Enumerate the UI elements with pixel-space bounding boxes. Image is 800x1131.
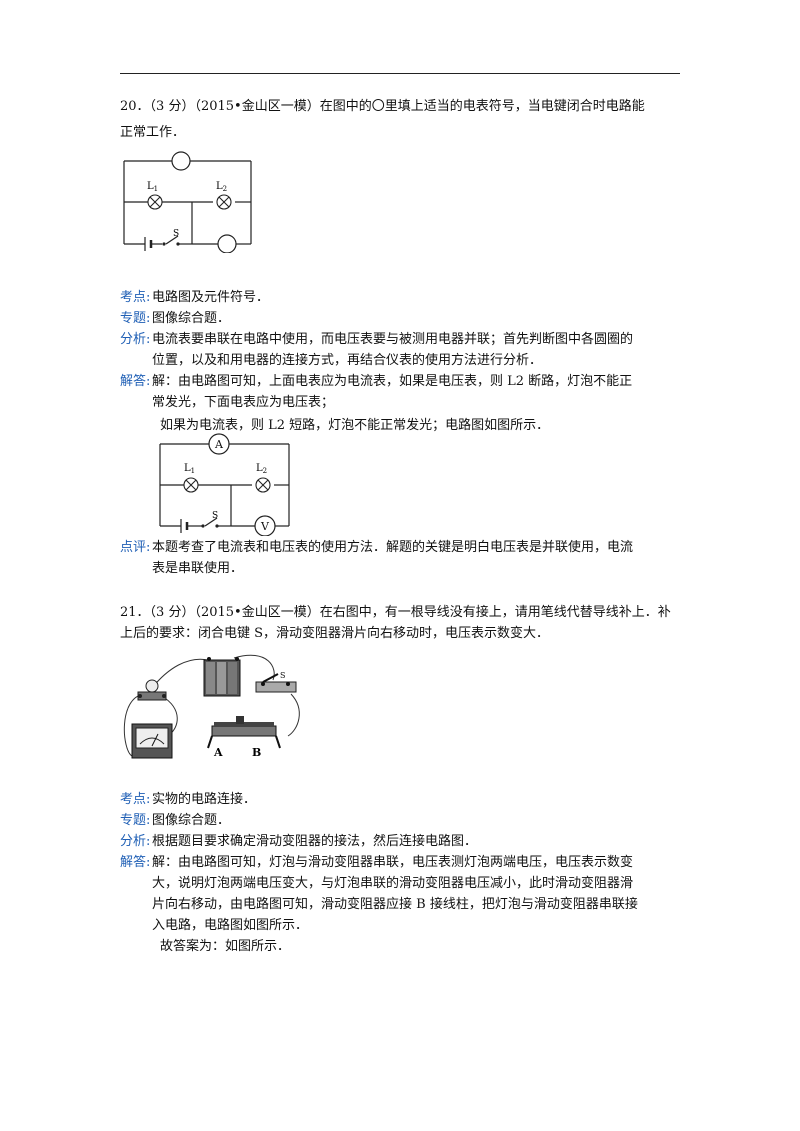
svg-text:A: A bbox=[214, 438, 224, 451]
q20-fenxi-label: 分析: bbox=[120, 332, 151, 347]
q20-jieda: 解答: bbox=[120, 371, 680, 392]
q20-kaodian: 考点:电路图及元件符号． bbox=[120, 287, 680, 308]
top-rule bbox=[120, 73, 680, 74]
q20-dianping-body: 本题考查了电流表和电压表的使用方法．解题的关键是明白电压表是并联使用，电流 表是… bbox=[152, 537, 680, 579]
q20-answer-battery-icon bbox=[180, 519, 189, 533]
q21-kaodian-text: 实物的电路连接． bbox=[152, 792, 257, 807]
q21-voltmeter-icon bbox=[131, 723, 173, 759]
q21-zhuanti-label: 专题: bbox=[120, 813, 151, 828]
q20-lamp1-icon bbox=[147, 194, 163, 210]
q21-jieda-line2: 大，说明灯泡两端电压变大，与灯泡串联的滑动变阻器电压减小，此时滑动变阻器滑 bbox=[152, 876, 634, 891]
q20-fenxi-line2: 位置，以及和用电器的连接方式，再结合仪表的使用方法进行分析． bbox=[152, 353, 543, 368]
q21-apparatus-figure: S A B bbox=[123, 654, 300, 759]
q20-label-l1: L1 bbox=[147, 181, 158, 193]
q20-voltmeter-icon: V bbox=[254, 515, 276, 536]
q20-answer-lamp2-icon bbox=[255, 477, 271, 493]
q20-jieda-line1: 解：由电路图可知，上面电表应为电流表，如果是电压表，则 L2 断路，灯泡不能正 bbox=[152, 374, 633, 389]
q20-answer-label-s: S bbox=[212, 511, 218, 521]
q20-answer-lamp1-icon bbox=[183, 477, 199, 493]
q21-zhuanti-text: 图像综合题． bbox=[152, 813, 231, 828]
q20-switch-icon bbox=[162, 242, 180, 246]
q21-kaodian: 考点:实物的电路连接． bbox=[120, 789, 680, 810]
q21-fenxi-label: 分析: bbox=[120, 834, 151, 849]
q21-fenxi: 分析:根据题目要求确定滑动变阻器的接法，然后连接电路图． bbox=[120, 831, 680, 852]
q21-jieda-label: 解答: bbox=[120, 855, 151, 870]
q20-bottom-meter-circle bbox=[217, 234, 237, 253]
q21-jieda-line3: 片向右移动，由电路图可知，滑动变阻器应接 B 接线柱，把灯泡与滑动变阻器串联接 bbox=[152, 897, 638, 912]
q21-jieda: 解答: bbox=[120, 852, 680, 873]
q20-answer-circuit-figure: A V L1 L2 S bbox=[159, 433, 290, 536]
q20-zhuanti-label: 专题: bbox=[120, 311, 151, 326]
q20-jieda-line3: 如果为电流表，则 L2 短路，灯泡不能正常发光；电路图如图所示． bbox=[160, 418, 550, 433]
q21-fenxi-text: 根据题目要求确定滑动变阻器的接法，然后连接电路图． bbox=[152, 834, 478, 849]
q20-answer-label-l2: L2 bbox=[256, 463, 267, 475]
q21-stem-line1: 21．（3 分）（2015•金山区一模）在右图中，有一根导线没有接上，请用笔线代… bbox=[120, 605, 671, 620]
q20-stem-line1: 20．（3 分）（2015•金山区一模）在图中的〇里填上适当的电表符号，当电键闭… bbox=[120, 99, 645, 114]
q20-jieda-line2: 常发光，下面电表应为电压表； bbox=[152, 395, 335, 410]
q20-lamp2-icon bbox=[216, 194, 232, 210]
q20-circuit-figure: L1 L2 S bbox=[123, 151, 252, 253]
q20-stem: 20．（3 分）（2015•金山区一模）在图中的〇里填上适当的电表符号，当电键闭… bbox=[120, 96, 680, 143]
q21-label-a: A bbox=[213, 746, 223, 759]
q21-stem: 21．（3 分）（2015•金山区一模）在右图中，有一根导线没有接上，请用笔线代… bbox=[120, 602, 680, 644]
q21-label-s: S bbox=[280, 671, 285, 680]
q20-fenxi-line1: 电流表要串联在电路中使用，而电压表要与被测用电器并联；首先判断图中各圆圈的 bbox=[152, 332, 634, 347]
q21-zhuanti: 专题:图像综合题． bbox=[120, 810, 680, 831]
q21-jieda-line4: 入电路，电路图如图所示． bbox=[152, 918, 309, 933]
q21-rheostat-icon bbox=[207, 716, 281, 749]
q20-dianping-line2: 表是串联使用． bbox=[152, 561, 244, 576]
q20-label-s: S bbox=[173, 229, 179, 239]
q20-fenxi: 分析: bbox=[120, 329, 680, 350]
svg-text:V: V bbox=[260, 520, 270, 533]
q20-stem-line2: 正常工作． bbox=[120, 125, 186, 140]
q21-jieda-line5: 故答案为：如图所示． bbox=[160, 939, 291, 954]
q20-dianping: 点评: bbox=[120, 537, 680, 558]
q20-jieda-body: 解：由电路图可知，上面电表应为电流表，如果是电压表，则 L2 断路，灯泡不能正 … bbox=[152, 371, 680, 413]
q20-label-l2: L2 bbox=[216, 181, 227, 193]
q21-switch-icon: S bbox=[255, 671, 297, 693]
q20-fenxi-body: 电流表要串联在电路中使用，而电压表要与被测用电器并联；首先判断图中各圆圈的 位置… bbox=[152, 329, 680, 371]
q20-answer-switch-icon bbox=[201, 524, 219, 528]
q20-dianping-label: 点评: bbox=[120, 540, 151, 555]
q20-jieda-label: 解答: bbox=[120, 374, 151, 389]
q20-ammeter-icon: A bbox=[208, 433, 230, 455]
q20-kaodian-label: 考点: bbox=[120, 290, 151, 305]
q21-jieda-body: 解：由电路图可知，灯泡与滑动变阻器串联，电压表测灯泡两端电压，电压表示数变 大，… bbox=[152, 852, 680, 936]
q20-dianping-line1: 本题考查了电流表和电压表的使用方法．解题的关键是明白电压表是并联使用，电流 bbox=[152, 540, 634, 555]
q21-kaodian-label: 考点: bbox=[120, 792, 151, 807]
q20-battery-icon bbox=[144, 237, 153, 251]
q20-zhuanti-text: 图像综合题． bbox=[152, 311, 231, 326]
q21-battery-pack-icon bbox=[203, 657, 241, 697]
q21-label-b: B bbox=[252, 746, 261, 759]
q21-jieda-line1: 解：由电路图可知，灯泡与滑动变阻器串联，电压表测灯泡两端电压，电压表示数变 bbox=[152, 855, 634, 870]
q20-answer-label-l1: L1 bbox=[184, 463, 195, 475]
q20-top-meter-circle bbox=[171, 151, 191, 171]
q20-zhuanti: 专题:图像综合题． bbox=[120, 308, 680, 329]
q21-bulb-icon bbox=[137, 679, 167, 701]
q20-kaodian-text: 电路图及元件符号． bbox=[152, 290, 270, 305]
q21-stem-line2: 上后的要求：闭合电键 S，滑动变阻器滑片向右移动时，电压表示数变大． bbox=[120, 626, 550, 641]
